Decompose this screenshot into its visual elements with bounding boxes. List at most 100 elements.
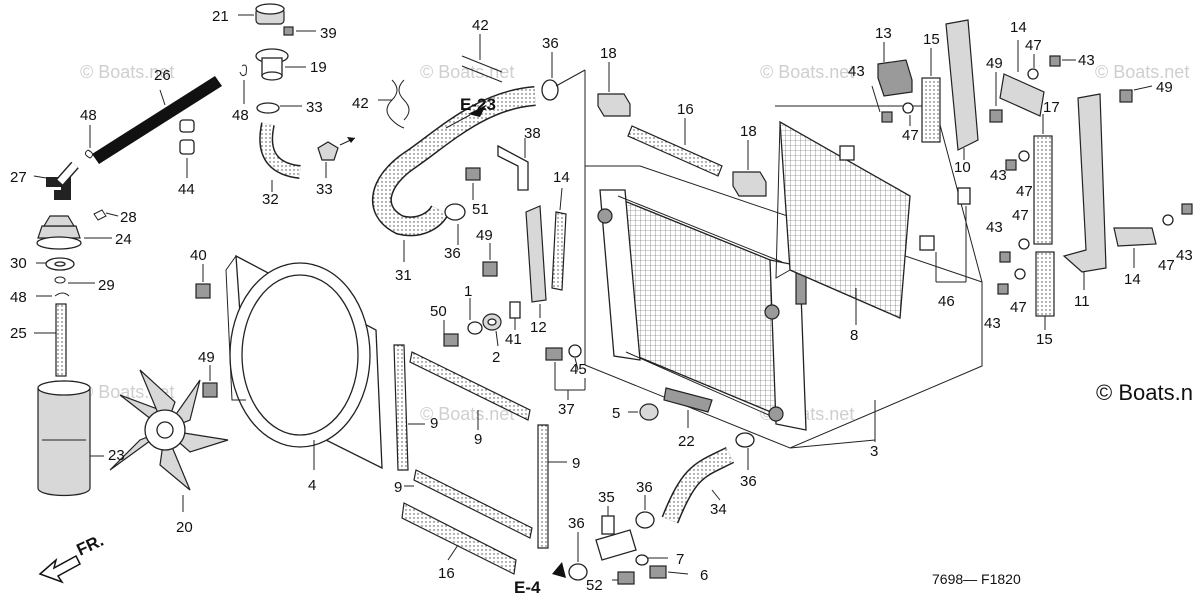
- callout-38: 38: [524, 125, 541, 142]
- callout-41: 41: [505, 331, 522, 348]
- callout-12: 12: [530, 319, 547, 336]
- callout-13: 13: [875, 25, 892, 42]
- callout-30: 30: [10, 255, 27, 272]
- callout-20: 20: [176, 519, 193, 536]
- callout-4: 4: [308, 477, 316, 494]
- callout-47: 47: [1010, 299, 1027, 316]
- drain-group: [545, 344, 586, 400]
- callout-43: 43: [986, 219, 1003, 236]
- callout-36: 36: [542, 35, 559, 52]
- callout-47: 47: [1158, 257, 1175, 274]
- callout-50: 50: [430, 303, 447, 320]
- seal-strips: [393, 344, 567, 575]
- callout-43: 43: [990, 167, 1007, 184]
- watermark: © Boats.net: [80, 62, 174, 82]
- callout-36: 36: [568, 515, 585, 532]
- callout-46: 46: [938, 293, 955, 310]
- callout-numbers: 21 39 42 36 18 13 15 14 47 43 26 19 42 4…: [10, 8, 1193, 594]
- copyright-text: © Boats.n: [1096, 380, 1193, 405]
- fan-shroud: [225, 254, 383, 470]
- callout-32: 32: [262, 191, 279, 208]
- radiator-core: [584, 165, 983, 449]
- callout-23: 23: [108, 447, 125, 464]
- ref-e4: E-4: [514, 578, 541, 597]
- watermark: © Boats.net: [420, 62, 514, 82]
- callout-27: 27: [10, 169, 27, 186]
- reserve-tank-group: [33, 3, 356, 497]
- foam-blocks: [597, 62, 767, 197]
- callout-10: 10: [954, 159, 971, 176]
- callout-47: 47: [1016, 183, 1033, 200]
- callout-16: 16: [677, 101, 694, 118]
- callout-49: 49: [476, 227, 493, 244]
- callout-43: 43: [1176, 247, 1193, 264]
- callout-15: 15: [923, 31, 940, 48]
- watermark: © Boats.net: [420, 404, 514, 424]
- callout-48: 48: [10, 289, 27, 306]
- callout-45: 45: [570, 361, 587, 378]
- callout-25: 25: [10, 325, 27, 342]
- callout-37: 37: [558, 401, 575, 418]
- callout-18: 18: [600, 45, 617, 62]
- callout-14: 14: [553, 169, 570, 186]
- callout-49: 49: [1156, 79, 1173, 96]
- callout-35: 35: [598, 489, 615, 506]
- callout-44: 44: [178, 181, 195, 198]
- callout-16: 16: [438, 565, 455, 582]
- callout-11: 11: [1074, 293, 1090, 310]
- callout-22: 22: [678, 433, 695, 450]
- callout-33: 33: [316, 181, 333, 198]
- callout-49: 49: [986, 55, 1003, 72]
- front-arrow: FR.: [38, 531, 107, 584]
- callout-52: 52: [586, 577, 603, 594]
- callout-48: 48: [80, 107, 97, 124]
- diagram-code: 7698— F1820: [932, 571, 1021, 587]
- fan-blade: [109, 369, 229, 512]
- bolt-group: [195, 264, 218, 398]
- callout-42: 42: [352, 95, 369, 112]
- callout-8: 8: [850, 327, 858, 344]
- callout-43: 43: [848, 63, 865, 80]
- callout-47: 47: [1025, 37, 1042, 54]
- callout-5: 5: [612, 405, 620, 422]
- callout-34: 34: [710, 501, 727, 518]
- callout-9: 9: [394, 479, 402, 496]
- callout-43: 43: [1078, 52, 1095, 69]
- callout-14: 14: [1010, 19, 1027, 36]
- front-label: FR.: [74, 531, 107, 560]
- callout-9: 9: [572, 455, 580, 472]
- clamp-group: [444, 52, 586, 365]
- callout-6: 6: [700, 567, 708, 584]
- callout-9: 9: [474, 431, 482, 448]
- callout-33: 33: [306, 99, 323, 116]
- callout-9: 9: [430, 415, 438, 432]
- lower-hose-group: [552, 432, 755, 585]
- callout-43: 43: [984, 315, 1001, 332]
- callout-49: 49: [198, 349, 215, 366]
- callout-31: 31: [395, 267, 412, 284]
- bracket-group: [871, 19, 1193, 330]
- callout-3: 3: [870, 443, 878, 460]
- callout-51: 51: [472, 201, 489, 218]
- callout-19: 19: [310, 59, 327, 76]
- ref-e23: E-23: [460, 95, 496, 114]
- callout-15: 15: [1036, 331, 1053, 348]
- callout-28: 28: [120, 209, 137, 226]
- watermark: © Boats.net: [1095, 62, 1189, 82]
- callout-36: 36: [636, 479, 653, 496]
- callout-14: 14: [1124, 271, 1141, 288]
- callout-36: 36: [740, 473, 757, 490]
- callout-24: 24: [115, 231, 132, 248]
- watermark: © Boats.net: [760, 62, 854, 82]
- callout-26: 26: [154, 67, 171, 84]
- callout-7: 7: [676, 551, 684, 568]
- callout-1: 1: [464, 283, 472, 300]
- fastener-group: [443, 298, 521, 347]
- callout-17: 17: [1043, 99, 1060, 116]
- callout-18: 18: [740, 123, 757, 140]
- callout-29: 29: [98, 277, 115, 294]
- callout-47: 47: [1012, 207, 1029, 224]
- callout-42: 42: [472, 17, 489, 34]
- callout-36: 36: [444, 245, 461, 262]
